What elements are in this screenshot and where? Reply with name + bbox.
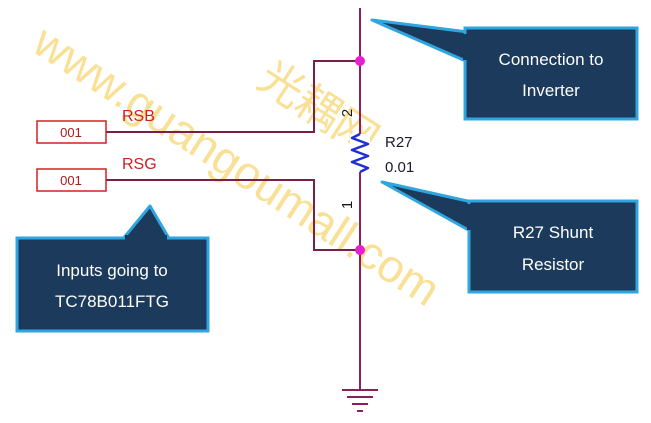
callout-inverter-pointer [370,18,470,64]
pin-2-label: 2 [339,109,356,117]
callout-inverter-box [463,26,639,121]
callout-shunt-line2: Resistor [522,255,585,274]
top-junction-dot [355,56,365,66]
callout-shunt-pointer [380,180,474,234]
callout-shunt: R27 Shunt Resistor [380,180,639,294]
resistor-zigzag-icon [350,132,370,174]
port-rsb: 001 [36,120,107,144]
port-rsb-label: 001 [60,125,82,140]
net-label-rsg: RSG [122,156,157,173]
rsg-wire [106,179,360,251]
callout-inputs: Inputs going to TC78B011FTG [15,204,210,333]
callout-inverter: Connection to Inverter [370,18,639,121]
callout-shunt-line1: R27 Shunt [513,223,594,242]
pin-1-label: 1 [339,201,356,209]
rsb-wire [106,60,360,133]
resistor-r27 [350,132,370,174]
resistor-value-label: 0.01 [385,159,414,176]
callout-inverter-line1: Connection to [499,50,604,69]
callout-inputs-box [15,236,210,333]
port-rsg-box [36,168,107,192]
callout-inputs-pointer [120,204,172,242]
port-rsb-box [36,120,107,144]
callout-inputs-line2: TC78B011FTG [55,292,169,311]
resistor-ref-label: R27 [385,134,413,151]
port-rsg-label: 001 [60,173,82,188]
ground-icon [342,389,378,412]
callout-shunt-box [467,199,639,294]
bottom-junction-dot [355,245,365,255]
callout-inputs-line1: Inputs going to [56,261,168,280]
callout-inverter-line2: Inverter [522,81,580,100]
port-rsg: 001 [36,168,107,192]
net-label-rsb: RSB [122,108,155,125]
